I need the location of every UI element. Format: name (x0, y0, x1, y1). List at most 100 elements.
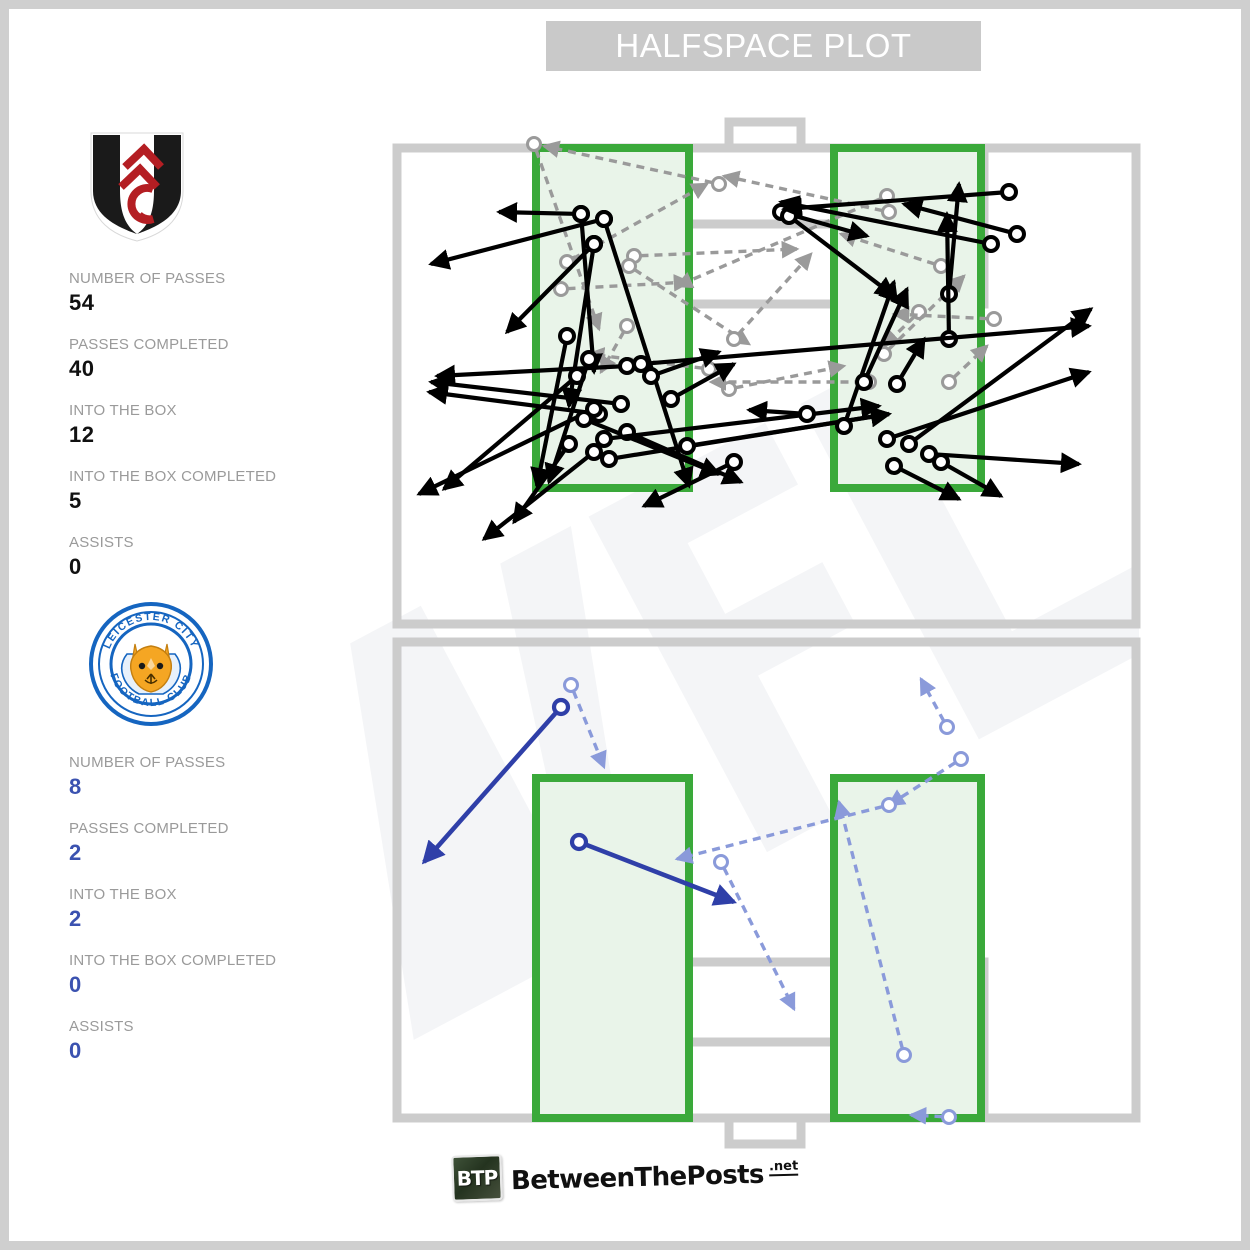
stat-label: ASSISTS (69, 1018, 134, 1035)
completed-pass-arrow (936, 211, 958, 333)
completed-pass-arrow (793, 218, 897, 298)
pass-origin-marker (798, 405, 816, 423)
completed-pass-arrow (504, 247, 591, 335)
completed-pass-arrow (416, 410, 589, 496)
stat-value: 2 (69, 906, 82, 931)
leicester-crest: LEICESTER CITY FOOTBALL CLUB (89, 602, 213, 726)
pass-origin-marker (953, 751, 969, 767)
stat-value: 0 (69, 1038, 82, 1063)
leicester-stats: NUMBER OF PASSES 8 PASSES COMPLETED 2 IN… (69, 754, 369, 1062)
stat-value: 8 (69, 774, 82, 799)
pass-origin-marker (600, 450, 618, 468)
pass-origin-marker (881, 204, 897, 220)
stat-row: NUMBER OF PASSES 54 (69, 270, 369, 314)
stat-label: ASSISTS (69, 534, 134, 551)
stat-value: 5 (69, 488, 82, 513)
completed-pass-arrow (781, 190, 1003, 219)
stat-value: 40 (69, 356, 95, 381)
pass-origin-marker (933, 258, 949, 274)
completed-pass-arrow (426, 383, 593, 416)
stat-label: INTO THE BOX COMPLETED (69, 952, 277, 969)
pass-origin-marker (585, 235, 603, 253)
btp-logo-text: BTP (456, 1165, 498, 1191)
stat-row: INTO THE BOX COMPLETED 0 (69, 952, 369, 996)
incomplete-pass-arrow (908, 1106, 943, 1125)
incomplete-pass-arrow (919, 676, 946, 723)
pass-origin-marker (575, 410, 593, 428)
completed-pass-arrow (496, 201, 575, 223)
pass-origin-marker (835, 417, 853, 435)
completed-pass-arrow (746, 400, 801, 422)
pass-origin-marker (662, 390, 680, 408)
fulham-crest-wrap (69, 129, 369, 244)
pass-origin-marker (721, 381, 737, 397)
incomplete-pass-arrow (599, 330, 626, 375)
pass-origin-marker (888, 375, 906, 393)
stat-label: INTO THE BOX (69, 402, 177, 419)
completed-pass-arrow (676, 362, 737, 398)
stat-value: 54 (69, 290, 95, 315)
completed-pass-arrow (428, 218, 598, 270)
pass-origin-marker (569, 832, 589, 852)
stat-label: PASSES COMPLETED (69, 820, 229, 837)
stat-row: ASSISTS 0 (69, 1018, 369, 1062)
pass-origin-marker (551, 697, 571, 717)
pass-origin-marker (526, 136, 542, 152)
pass-origin-marker (595, 210, 613, 228)
pass-origin-marker (619, 318, 635, 334)
pass-origin-marker (595, 430, 613, 448)
fulham-crest (90, 132, 184, 242)
stat-label: NUMBER OF PASSES (69, 754, 226, 771)
incomplete-pass-arrow (838, 230, 936, 266)
completed-pass-arrow (865, 286, 909, 377)
completed-pass-arrow (656, 348, 722, 376)
pass-origin-marker (553, 281, 569, 297)
pass-origin-marker (572, 205, 590, 223)
team-panel-leicester: LEICESTER CITY FOOTBALL CLUB (69, 600, 369, 1062)
pass-origin-marker (1008, 225, 1026, 243)
incomplete-pass-arrow (722, 867, 796, 1012)
pitch-bottom-leicester (392, 637, 1141, 1149)
pass-origin-marker (558, 327, 576, 345)
pass-origin-marker (900, 435, 918, 453)
site-tld: .net (768, 1158, 799, 1177)
fulham-stats: NUMBER OF PASSES 54 PASSES COMPLETED 40 … (69, 270, 369, 578)
stat-value: 2 (69, 840, 82, 865)
stat-label: PASSES COMPLETED (69, 336, 229, 353)
pitch-outline-bottom (392, 637, 1141, 1123)
leicester-crest-wrap: LEICESTER CITY FOOTBALL CLUB (69, 600, 369, 728)
pass-origin-marker (678, 437, 696, 455)
incomplete-pass-arrow (674, 196, 882, 289)
stat-row: PASSES COMPLETED 40 (69, 336, 369, 380)
stat-row: PASSES COMPLETED 2 (69, 820, 369, 864)
completed-pass-arrow (778, 195, 985, 245)
pass-origin-marker (585, 443, 603, 461)
pass-origin-marker (560, 435, 578, 453)
completed-pass-arrow (428, 373, 615, 406)
page-title: HALFSPACE PLOT (615, 27, 912, 64)
incomplete-pass-arrow (735, 360, 847, 390)
pass-origin-marker (896, 1047, 912, 1063)
pass-origin-marker (726, 331, 742, 347)
incomplete-pass-arrow (633, 268, 752, 346)
incomplete-pass-arrow (571, 182, 710, 261)
pass-origin-marker (939, 719, 955, 735)
pass-origin-marker (711, 176, 727, 192)
halfspace-right-bottom (830, 774, 985, 1122)
pass-origin-marker (881, 797, 897, 813)
site-name: BetweenThePosts (510, 1159, 765, 1197)
pass-origin-marker (585, 400, 603, 418)
stat-row: ASSISTS 0 (69, 534, 369, 578)
pitch-top-fulham (392, 117, 1141, 629)
btp-logo-icon: BTP (451, 1154, 503, 1202)
pass-origin-marker (941, 1109, 957, 1125)
stat-row: INTO THE BOX 12 (69, 402, 369, 446)
pass-origin-marker (563, 677, 579, 693)
pass-origin-marker (855, 373, 873, 391)
pass-origin-marker (932, 453, 950, 471)
stat-row: NUMBER OF PASSES 8 (69, 754, 369, 798)
pitch-svg (392, 117, 1141, 1149)
pass-origin-marker (713, 854, 729, 870)
pass-origin-marker (725, 453, 743, 471)
